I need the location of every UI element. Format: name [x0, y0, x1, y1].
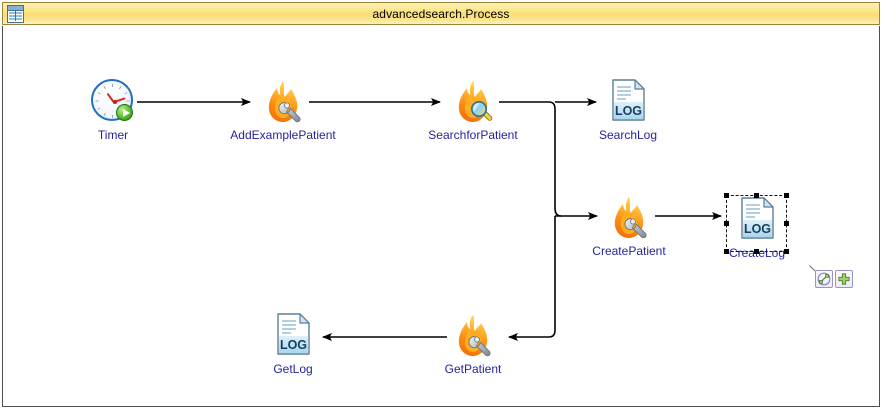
- log-document-icon: LOG: [733, 196, 781, 244]
- resize-handle-top-left[interactable]: [724, 193, 729, 198]
- selection-marquee[interactable]: [724, 193, 789, 254]
- window-title-bar: advancedsearch.Process: [2, 2, 880, 25]
- log-document-icon: LOG: [269, 312, 317, 360]
- svg-text:LOG: LOG: [744, 222, 771, 236]
- node-searchforpatient[interactable]: SearchforPatient: [403, 78, 543, 142]
- flame-wrench-icon: [259, 78, 307, 126]
- node-label: SearchforPatient: [428, 128, 518, 142]
- green-plus-icon[interactable]: [835, 270, 853, 288]
- node-timer[interactable]: Timer: [43, 78, 183, 142]
- node-addexamplepatient[interactable]: AddExamplePatient: [213, 78, 353, 142]
- node-getlog[interactable]: LOG GetLog: [223, 312, 363, 376]
- flame-magnifier-icon: [449, 78, 497, 126]
- clock-timer-icon: [89, 78, 137, 126]
- node-createlog[interactable]: LOG CreateLog: [687, 196, 827, 260]
- flame-wrench-icon: [605, 194, 653, 242]
- mini-toolbar[interactable]: [809, 265, 853, 288]
- window-title: advancedsearch.Process: [372, 6, 510, 21]
- node-label: SearchLog: [598, 128, 658, 142]
- connector-circle-icon[interactable]: [815, 270, 833, 288]
- node-label: GetLog: [273, 362, 313, 376]
- pointer-tick-icon: [809, 265, 816, 272]
- resize-handle-middle-left[interactable]: [724, 220, 729, 226]
- node-label: GetPatient: [444, 362, 502, 376]
- log-document-icon: LOG: [604, 78, 652, 126]
- resize-handle-bottom-left[interactable]: [724, 249, 729, 254]
- node-searchlog[interactable]: LOG SearchLog: [558, 78, 698, 142]
- resize-handle-bottom-right[interactable]: [784, 249, 789, 254]
- play-badge-icon: [116, 104, 133, 121]
- flame-wrench-icon: [449, 312, 497, 360]
- resize-handle-top-center[interactable]: [753, 193, 759, 198]
- resize-handle-bottom-center[interactable]: [753, 249, 759, 254]
- node-createpatient[interactable]: CreatePatient: [559, 194, 699, 258]
- node-label: CreatePatient: [592, 244, 666, 258]
- resize-handle-top-right[interactable]: [784, 193, 789, 198]
- resize-handle-middle-right[interactable]: [784, 220, 789, 226]
- process-table-icon: [7, 5, 24, 23]
- node-getpatient[interactable]: GetPatient: [403, 312, 543, 376]
- diagram-canvas[interactable]: Timer: [2, 26, 880, 407]
- node-label: AddExamplePatient: [230, 128, 336, 142]
- node-label: Timer: [97, 128, 129, 142]
- svg-text:LOG: LOG: [615, 104, 642, 118]
- svg-text:LOG: LOG: [280, 338, 307, 352]
